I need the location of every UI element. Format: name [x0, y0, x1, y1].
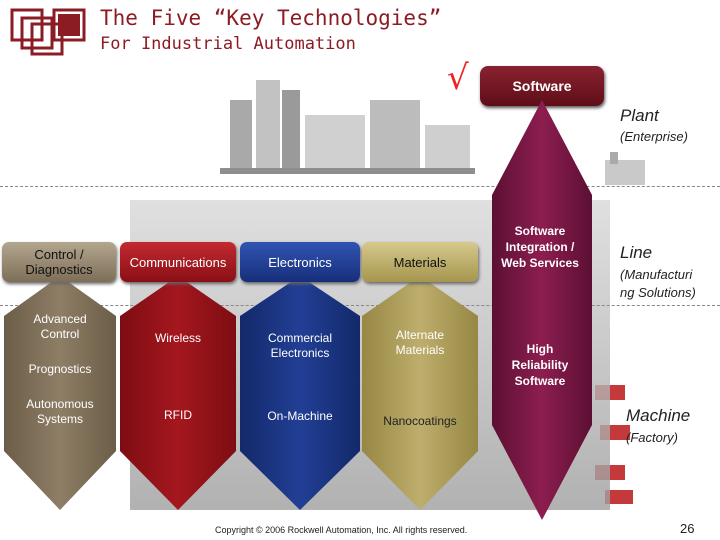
level-plant-subtitle: (Enterprise) [620, 129, 688, 144]
item-nanocoatings: Nanocoatings [383, 414, 457, 428]
high-reliability-label: High Reliability Software [511, 342, 569, 388]
level-machine-title: Machine [626, 406, 691, 425]
item-wireless: Wireless [154, 331, 201, 345]
level-plant-title: Plant [620, 106, 659, 125]
software-tab: Software [480, 66, 604, 106]
communications-arrow [120, 276, 236, 510]
divider-plant-line [0, 186, 720, 187]
software-integration-label: Software Integration / Web Services [501, 224, 579, 270]
divider-line-machine [0, 305, 720, 306]
factory-illustration [605, 152, 645, 185]
header-electronics: Electronics [240, 242, 360, 282]
plant-buildings-illustration [220, 80, 475, 174]
software-double-arrow [492, 100, 592, 520]
level-line-subtitle: (Manufacturi ng Solutions) [620, 267, 696, 300]
item-rfid: RFID [164, 408, 192, 422]
header-control-diagnostics: Control /Diagnostics [2, 242, 116, 282]
item-on-machine: On-Machine [267, 409, 333, 423]
control-diagnostics-arrow [4, 276, 116, 510]
header-communications: Communications [120, 242, 236, 282]
page-title: The Five “Key Technologies” [100, 6, 442, 30]
logo-icon [10, 8, 86, 56]
header-materials: Materials [362, 242, 478, 282]
page-number: 26 [680, 521, 695, 536]
item-prognostics: Prognostics [28, 362, 92, 376]
page-subtitle: For Industrial Automation [100, 34, 356, 54]
electronics-arrow [240, 276, 360, 510]
level-machine-subtitle: (Factory) [626, 430, 678, 445]
checkmark-icon: √ [447, 58, 469, 98]
level-line-title: Line [620, 243, 653, 262]
copyright-notice: Copyright © 2006 Rockwell Automation, In… [215, 525, 468, 535]
materials-arrow [362, 276, 478, 510]
